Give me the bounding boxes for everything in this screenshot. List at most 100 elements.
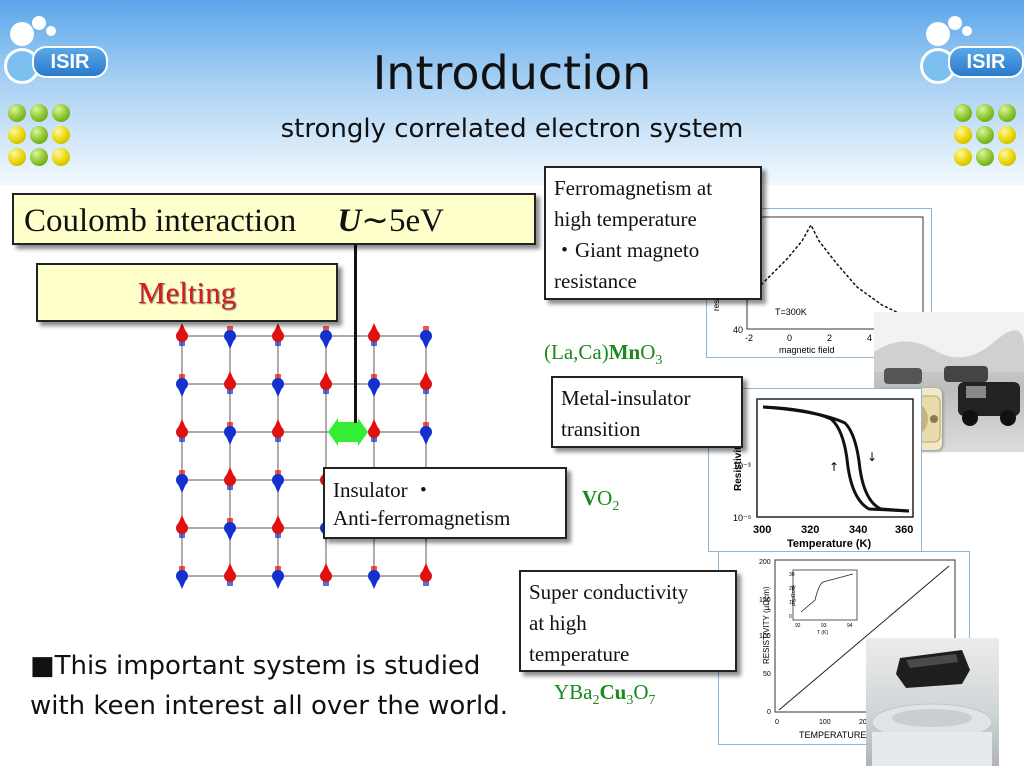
graph2-xtick: 340 — [849, 524, 867, 536]
inset-xtick: 93 — [821, 623, 827, 629]
spin-up-site — [176, 323, 188, 346]
logo-text: ISIR — [32, 46, 108, 78]
logo-text: ISIR — [948, 46, 1024, 78]
insulator-line2: Anti-ferromagnetism — [333, 506, 511, 530]
inset-ytick: 30 — [789, 572, 795, 578]
spin-down-site — [224, 518, 236, 541]
lattice-grid — [181, 335, 427, 577]
connector-line — [354, 245, 357, 423]
spin-down-site — [320, 326, 332, 349]
spin-up-site — [368, 323, 380, 346]
melting-label: Melting — [137, 275, 237, 310]
spin-down-site — [420, 326, 432, 349]
metal-insulator-box: Metal-insulator transition — [551, 376, 743, 448]
graph3-ytick: 50 — [763, 671, 771, 678]
spin-down-site — [224, 422, 236, 445]
header-band — [0, 0, 1024, 185]
ferro-line2: high temperature — [554, 207, 697, 231]
slide-title: Introduction — [372, 46, 652, 100]
graph1-xtick: 2 — [827, 333, 832, 343]
super-line3: temperature — [529, 642, 630, 666]
super-line2: at high — [529, 611, 587, 635]
melting-box: Melting — [36, 263, 338, 322]
spin-down-site — [368, 566, 380, 589]
graph3-ytick: 200 — [759, 559, 771, 566]
metal-line2: transition — [561, 417, 641, 441]
summary-line1: ■This important system is studied — [30, 651, 481, 681]
spin-up-site — [224, 563, 236, 586]
ferro-line1: Ferromagnetism at — [554, 176, 713, 200]
graph2-ytick: 10⁻⁵ — [733, 513, 752, 523]
inset-xtick: 92 — [795, 623, 801, 629]
graph3-ylabel: RESISTIVITY (μΩcm) — [762, 586, 771, 664]
spin-down-site — [368, 374, 380, 397]
dot-grid-right — [954, 104, 1018, 168]
bullet-square: ■ — [30, 651, 55, 681]
graph3-xlabel: TEMPERATURE — [799, 730, 866, 740]
spin-down-site — [176, 374, 188, 397]
superconductivity-box: Super conductivity at high temperature — [519, 570, 737, 672]
graph2-ytick: 10⁻³ — [733, 461, 751, 471]
spin-up-site — [272, 419, 284, 442]
u-symbol: U — [337, 203, 362, 239]
graph3-xtick: 200 — [859, 719, 871, 726]
metal-insulator-graph: ↑ ↓ Resistivity 10⁻³ 10⁻⁵ 300 320 340 36… — [708, 388, 922, 552]
spin-up-site — [420, 371, 432, 394]
spin-up-site — [176, 419, 188, 442]
spin-down-site — [420, 422, 432, 445]
graph3-xtick: 100 — [819, 719, 831, 726]
inset-ytick: 0 — [789, 614, 792, 620]
coulomb-label: Coulomb interaction — [24, 203, 297, 239]
spin-down-site — [176, 470, 188, 493]
spin-down-site — [272, 470, 284, 493]
graph3-ytick: 0 — [767, 709, 771, 716]
spin-down-site — [272, 374, 284, 397]
melting-highlight — [328, 418, 368, 446]
insulator-box: Insulator ・ Anti-ferromagnetism — [323, 467, 567, 539]
coulomb-interaction-box: Coulomb interaction U∼5eV — [12, 193, 536, 245]
spin-up-site — [368, 419, 380, 442]
graph1-xlabel: magnetic field — [779, 345, 835, 355]
graph1-ylabel: resis — [712, 294, 721, 311]
up-arrow: ↑ — [829, 460, 839, 474]
inset-ytick: 10 — [789, 600, 795, 606]
spin-down-site — [272, 566, 284, 589]
coulomb-value: 5eV — [388, 203, 444, 239]
isir-logo-left: ISIR — [2, 12, 108, 84]
spin-down-site — [176, 566, 188, 589]
graph3-xtick: 0 — [775, 719, 779, 726]
levitation-photo — [866, 638, 999, 766]
graph2-ylabel: Resistivity — [733, 441, 744, 491]
spin-up-site — [224, 371, 236, 394]
graph1-xtick: -2 — [745, 333, 753, 343]
graph1-ytick: 40 — [733, 325, 743, 335]
inset-ytick: 20 — [789, 586, 795, 592]
graph2-xlabel: Temperature (K) — [787, 538, 871, 550]
insulator-line1: Insulator ・ — [333, 478, 434, 502]
graph1-xtick: 0 — [787, 333, 792, 343]
ferro-line3: ・Giant magneto — [554, 238, 700, 262]
slide-subtitle: strongly correlated electron system — [280, 114, 744, 144]
approx-symbol: ∼ — [361, 203, 389, 239]
isir-logo-right: ISIR — [918, 12, 1024, 84]
spin-up-site — [420, 563, 432, 586]
inset-xtick: 94 — [847, 623, 853, 629]
summary-text: ■This important system is studied with k… — [30, 646, 508, 726]
spin-lattice-diagram — [176, 323, 432, 589]
super-line1: Super conductivity — [529, 580, 689, 604]
ferro-line4: resistance — [554, 269, 637, 293]
spin-down-site — [224, 326, 236, 349]
down-arrow: ↓ — [867, 450, 877, 464]
spin-up-site — [320, 563, 332, 586]
graph2-xtick: 360 — [895, 524, 913, 536]
metal-line1: Metal-insulator — [561, 386, 691, 410]
formula-vanadium-oxide: VO2 — [582, 486, 620, 515]
graph2-xtick: 300 — [753, 524, 771, 536]
graph2-xtick: 320 — [801, 524, 819, 536]
summary-line2: with keen interest all over the world. — [30, 691, 508, 721]
spin-up-site — [320, 371, 332, 394]
graph1-xtick: 4 — [867, 333, 872, 343]
spin-up-site — [272, 515, 284, 538]
spin-up-site — [176, 515, 188, 538]
graph3-ytick: 100 — [759, 633, 771, 640]
